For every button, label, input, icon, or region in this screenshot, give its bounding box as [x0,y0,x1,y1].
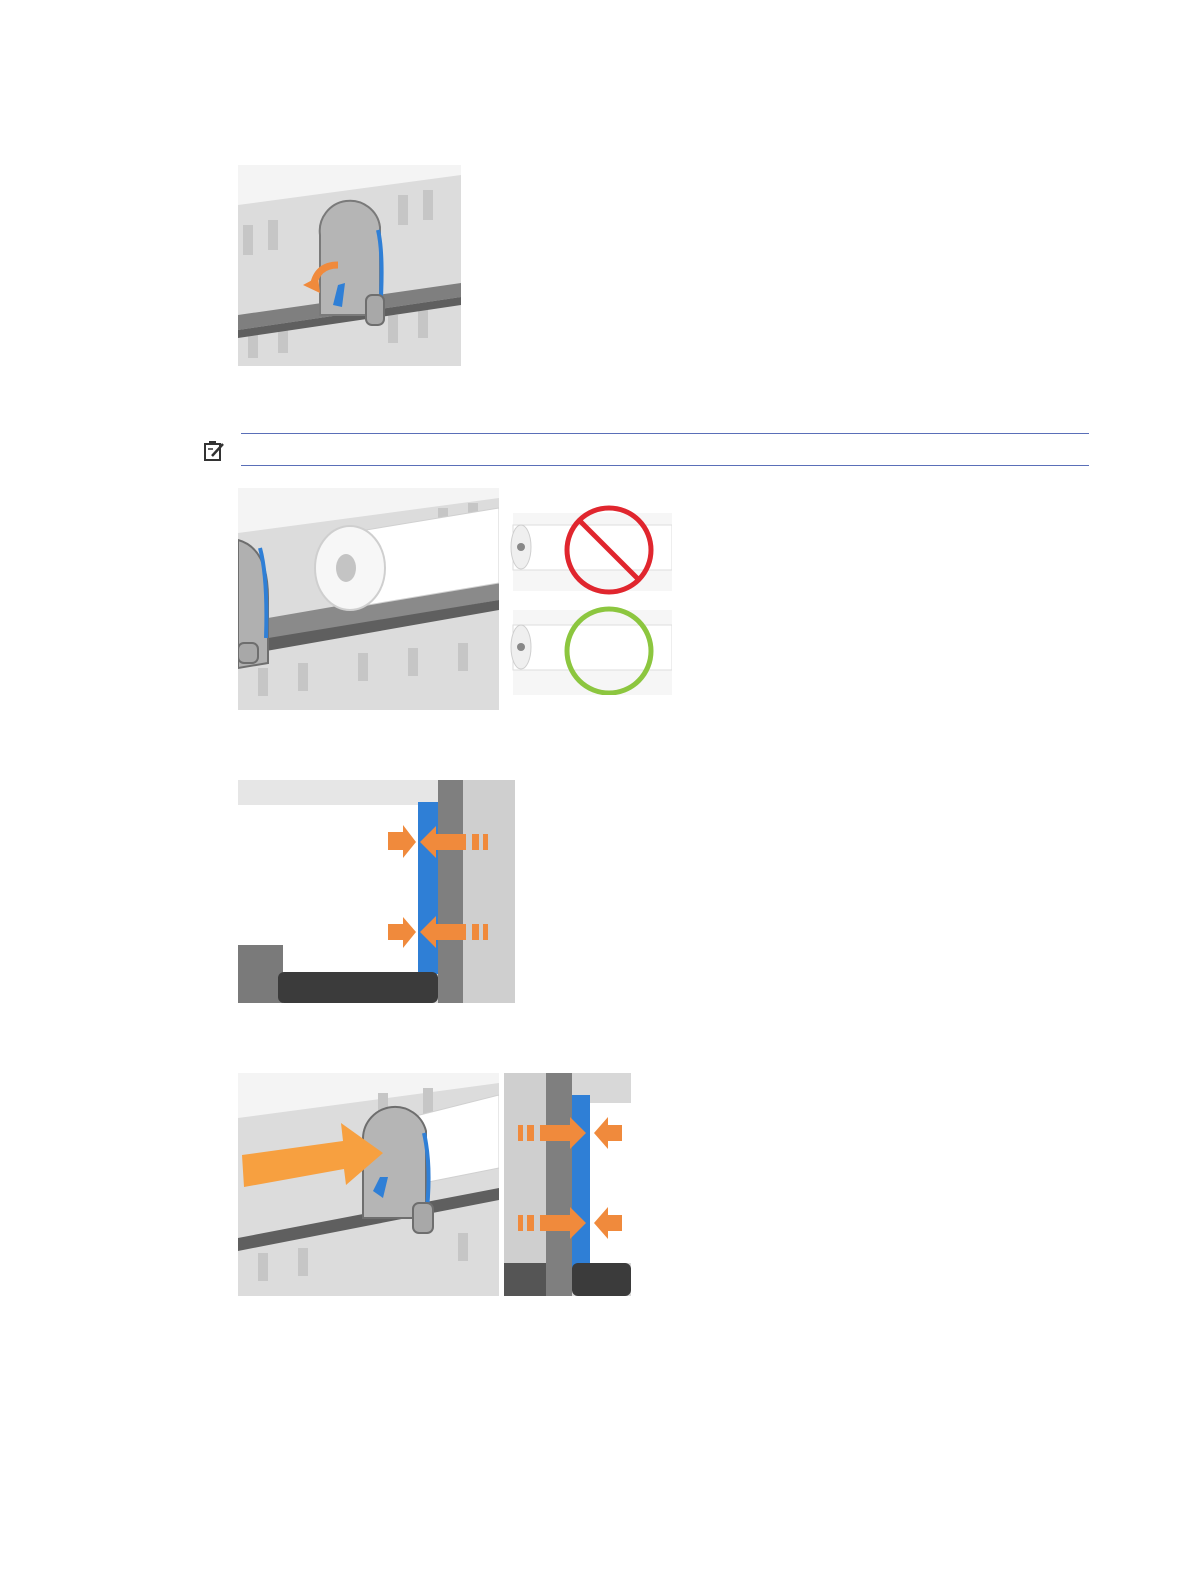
figure-roll-placement [238,488,499,710]
wrong-roll-orientation [511,508,672,592]
figure-spindle-stop-alignment [504,1073,631,1296]
figure-roll-edge-alignment [238,780,515,1003]
note-bottom-rule [241,465,1089,466]
figure-spindle-stop-lever [238,165,461,366]
correct-roll-orientation [511,609,672,695]
note-top-rule [241,433,1089,434]
important-note-icon [203,440,227,462]
figure-push-spindle-stop [238,1073,499,1296]
figure-roll-orientation-indicators [505,505,672,695]
